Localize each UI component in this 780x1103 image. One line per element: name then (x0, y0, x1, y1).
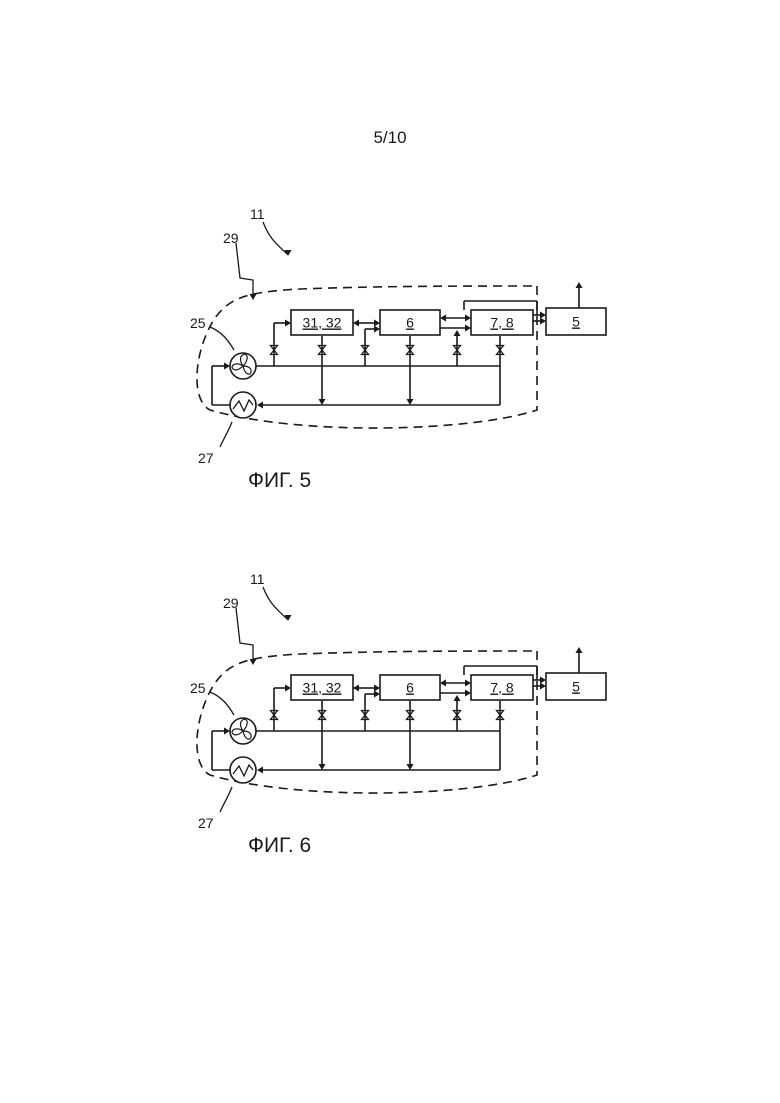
leader-arrow (250, 294, 257, 300)
return-arrow (257, 402, 263, 409)
arrowhead (374, 691, 380, 698)
arrowhead (353, 320, 359, 327)
block-label: 7, 8 (490, 680, 514, 696)
leader-line (263, 587, 287, 619)
arrowhead (454, 330, 461, 336)
arrowhead (285, 685, 291, 692)
label-fan: 25 (190, 680, 206, 696)
heat-exchanger-icon (230, 757, 256, 783)
block-label: 31, 32 (303, 680, 342, 696)
label-heat-exchanger: 27 (198, 450, 214, 466)
leader-line (220, 422, 232, 447)
leader-arrow (250, 659, 257, 665)
arrowhead (465, 325, 471, 332)
arrowhead (224, 728, 230, 735)
label-system: 11 (250, 206, 265, 222)
arrowhead (540, 683, 546, 690)
arrowhead (353, 685, 359, 692)
figure-caption: ФИГ. 5 (248, 469, 311, 492)
block-label: 5 (572, 679, 580, 695)
leader-line (210, 327, 234, 350)
diagram-svg: 31, 32 6 7, 8 5 11 29 25 27ФИГ. 5 (0, 200, 780, 500)
return-arrow (257, 767, 263, 774)
label-system: 11 (250, 571, 265, 587)
arrowhead (465, 680, 471, 687)
output-arrow (576, 282, 583, 288)
leader-line (210, 692, 234, 715)
leader-line (236, 243, 253, 294)
fan-icon (230, 353, 256, 379)
arrowhead (407, 764, 414, 770)
arrowhead (319, 399, 326, 405)
leader-line (263, 222, 287, 254)
arrowhead (374, 326, 380, 333)
arrowhead (374, 320, 380, 327)
leader-line (236, 608, 253, 659)
diagram-svg: 31, 32 6 7, 8 5 11 29 25 27ФИГ. 6 (0, 565, 780, 865)
page-number: 5/10 (0, 128, 780, 148)
figure-5: 31, 32 6 7, 8 5 11 29 25 27ФИГ. 5 (0, 200, 780, 500)
label-boundary: 29 (223, 595, 239, 611)
block-label: 7, 8 (490, 315, 514, 331)
figure-6: 31, 32 6 7, 8 5 11 29 25 27ФИГ. 6 (0, 565, 780, 865)
figure-caption: ФИГ. 6 (248, 834, 311, 857)
label-heat-exchanger: 27 (198, 815, 214, 831)
output-arrow (576, 647, 583, 653)
arrowhead (440, 315, 446, 322)
heat-exchanger-housing (230, 757, 256, 783)
arrowhead (540, 677, 546, 684)
diagram-group: 31, 32 6 7, 8 5 11 29 25 27ФИГ. 6 (190, 571, 606, 857)
arrowhead (285, 320, 291, 327)
block-label: 6 (406, 680, 414, 696)
heat-exchanger-icon (230, 392, 256, 418)
arrowhead (374, 685, 380, 692)
block-label: 5 (572, 314, 580, 330)
arrowhead (407, 399, 414, 405)
arrowhead (319, 764, 326, 770)
diagram-group: 31, 32 6 7, 8 5 11 29 25 27ФИГ. 5 (190, 206, 606, 492)
arrowhead (540, 318, 546, 325)
arrowhead (465, 690, 471, 697)
arrowhead (224, 363, 230, 370)
arrowhead (454, 695, 461, 701)
label-fan: 25 (190, 315, 206, 331)
block-label: 6 (406, 315, 414, 331)
leader-line (220, 787, 232, 812)
arrowhead (440, 680, 446, 687)
block-label: 31, 32 (303, 315, 342, 331)
heat-exchanger-housing (230, 392, 256, 418)
fan-icon (230, 718, 256, 744)
arrowhead (465, 315, 471, 322)
label-boundary: 29 (223, 230, 239, 246)
arrowhead (540, 312, 546, 319)
